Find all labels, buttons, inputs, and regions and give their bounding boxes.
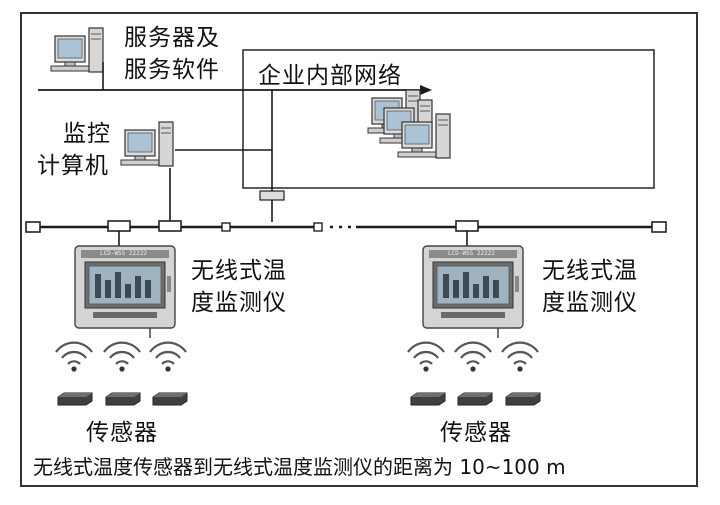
bus-terminator-right bbox=[651, 221, 667, 233]
sensor-icon bbox=[505, 392, 541, 406]
connector-icon bbox=[107, 220, 131, 232]
sensor-right-label: 传感器 bbox=[440, 420, 512, 446]
sensor-icon bbox=[457, 392, 493, 406]
server-label-line1: 服务器及 bbox=[124, 25, 220, 51]
temperature-monitor-right-icon bbox=[422, 245, 524, 329]
intranet-label: 企业内部网络 bbox=[258, 63, 402, 89]
server-computer-icon bbox=[50, 27, 104, 73]
wireless-signal-icon bbox=[148, 341, 188, 373]
monitor-label-line1: 监控 bbox=[63, 121, 111, 147]
sensor-icon bbox=[105, 392, 141, 406]
temperature-monitor-left-icon bbox=[74, 245, 176, 329]
wireless-signal-icon bbox=[453, 341, 493, 373]
monitor-computer-icon bbox=[120, 121, 174, 167]
outer-frame bbox=[20, 12, 698, 487]
sensor-icon bbox=[410, 392, 446, 406]
meter-screen-text: LCD-WSS 22222 bbox=[100, 250, 147, 257]
connector-icon bbox=[158, 220, 182, 232]
sensor-icon bbox=[152, 392, 188, 406]
bus-node bbox=[313, 222, 323, 232]
wireless-signal-icon bbox=[500, 341, 540, 373]
wireless-signal-icon bbox=[102, 341, 142, 373]
instrument-left-label-line2: 度监测仪 bbox=[191, 290, 287, 316]
instrument-right-label-line2: 度监测仪 bbox=[542, 290, 638, 316]
bus-node bbox=[221, 222, 231, 232]
wireless-signal-icon bbox=[406, 341, 446, 373]
intranet-computers-icon bbox=[367, 89, 451, 159]
bus-terminator-left bbox=[25, 221, 41, 233]
instrument-right-label-line1: 无线式温 bbox=[542, 258, 638, 284]
caption: 无线式温度传感器到无线式温度监测仪的距离为 10~100 m bbox=[33, 455, 566, 479]
instrument-left-label-line1: 无线式温 bbox=[191, 258, 287, 284]
meter-screen-text: LCD-WSS 22222 bbox=[448, 250, 495, 257]
sensor-left-label: 传感器 bbox=[86, 420, 158, 446]
monitor-label-line2: 计算机 bbox=[37, 153, 109, 179]
intranet-box bbox=[242, 49, 655, 189]
wireless-signal-icon bbox=[54, 341, 94, 373]
sensor-icon bbox=[57, 392, 93, 406]
connector-icon bbox=[455, 220, 479, 232]
arrow-head-icon bbox=[420, 85, 432, 95]
server-label-line2: 服务软件 bbox=[124, 57, 220, 83]
gateway-icon bbox=[259, 190, 285, 201]
